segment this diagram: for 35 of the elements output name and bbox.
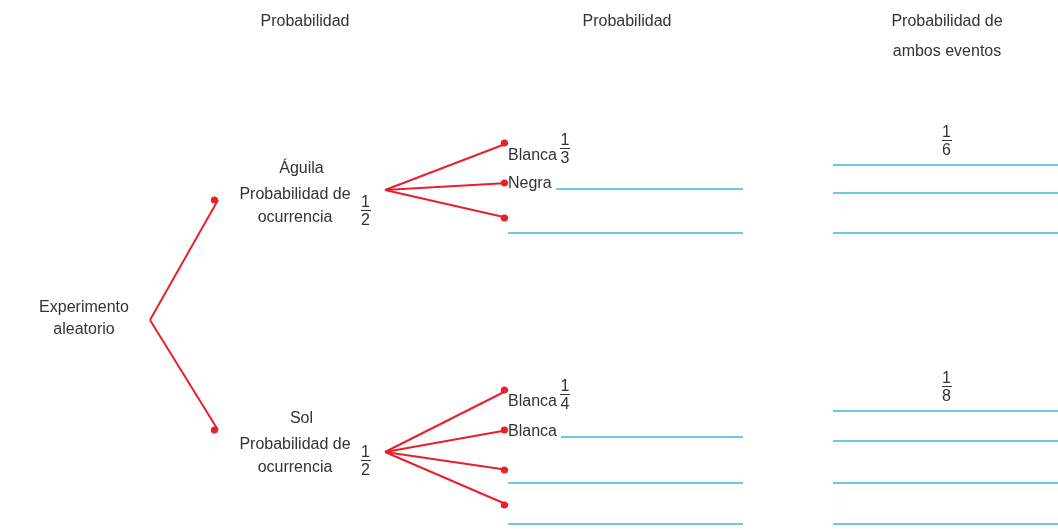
branch-line [149, 196, 219, 321]
fraction-numerator: 1 [361, 444, 370, 461]
column-heading: Probabilidad [259, 11, 351, 31]
node-text: Experimento aleatorio [38, 296, 130, 339]
node-text: Águila [279, 157, 324, 178]
fraction-denominator: 6 [941, 140, 952, 158]
node-text: Probabilidad de ocurrencia [238, 434, 352, 477]
branch-line [384, 451, 509, 474]
fraction-denominator: 3 [559, 148, 570, 166]
node-text: Negra [508, 172, 552, 193]
column-heading: Probabilidad [581, 11, 673, 31]
fill-in-line [508, 523, 743, 525]
branch-line [384, 386, 509, 453]
node-text: Sol [289, 407, 314, 428]
fraction-numerator: 1 [361, 194, 370, 211]
fraction-denominator: 4 [559, 394, 570, 412]
fraction-denominator: 2 [360, 460, 371, 479]
branch-line [384, 189, 509, 222]
node-text: Blanca [508, 144, 557, 165]
fraction-denominator: 8 [941, 386, 952, 404]
fraction-numerator: 1 [560, 132, 570, 148]
branch-line [384, 179, 509, 191]
fill-in-line [508, 482, 743, 484]
node-text: Blanca [508, 420, 557, 441]
branch-line [149, 319, 219, 434]
column-heading: Probabilidad de ambos eventos [890, 11, 1004, 62]
node-text: Probabilidad de ocurrencia [238, 184, 352, 227]
branch-line [384, 451, 509, 509]
fill-in-line [508, 232, 743, 234]
fraction-numerator: 1 [942, 370, 951, 386]
fraction-numerator: 1 [560, 378, 570, 394]
node-text: Blanca [508, 390, 557, 411]
fraction-denominator: 2 [360, 210, 371, 229]
branch-line [384, 139, 509, 191]
fraction-numerator: 1 [942, 124, 951, 140]
